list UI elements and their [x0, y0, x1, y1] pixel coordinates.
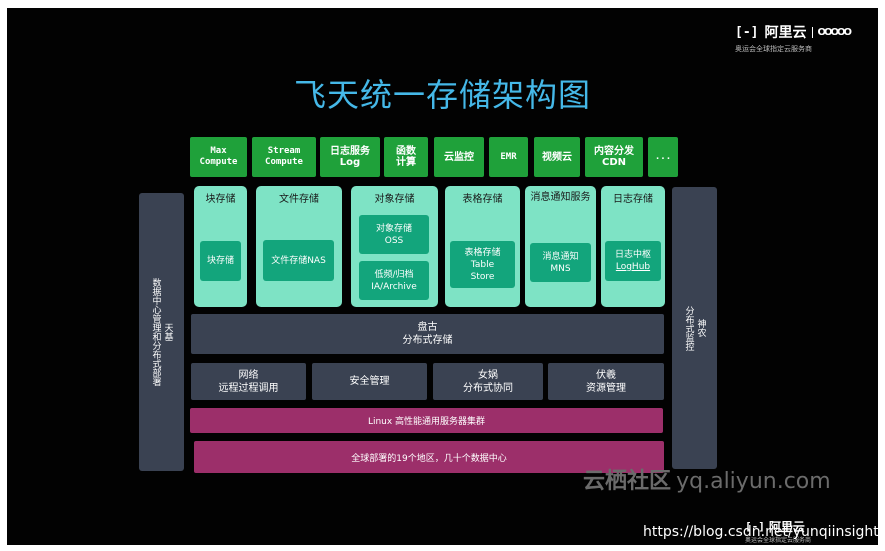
brand-tagline: 奥运会全球指定云服务商 [735, 45, 812, 53]
loghub-box: 日志中枢 LogHub [605, 241, 661, 281]
column-title: 消息通知服务 [530, 192, 591, 203]
service-label-line1: ... [654, 151, 672, 162]
column-title: 对象存储 [374, 194, 415, 205]
box-label-line1: 低频/归档 [374, 269, 414, 280]
block-storage-box: 块存储 [200, 241, 241, 281]
service-label-line1: 函数 [396, 146, 416, 157]
box-label-line2: Table [470, 259, 495, 270]
box-label-line2: IA/Archive [371, 281, 417, 292]
service-label-line1: 云监控 [444, 151, 474, 163]
service-label-line1: 视频云 [542, 151, 572, 163]
fuxi-box: 伏羲资源管理 [548, 363, 664, 400]
box-label-line2: LogHub [615, 262, 651, 272]
column-title: 日志存储 [613, 194, 653, 205]
service-emr: EMR [489, 137, 528, 177]
service-label-line2: CDN [601, 157, 626, 168]
box-label-line2: MNS [550, 263, 571, 274]
csdn-blog-url: https://blog.csdn.net/yunqiinsight [643, 524, 879, 540]
column-title: 块存储 [205, 194, 236, 205]
bar-label: 全球部署的19个地区，几十个数据中心 [351, 453, 507, 464]
service-label-line1: Stream [267, 146, 301, 156]
footer-brand-name: 阿里云 [768, 520, 805, 534]
column-file-storage: 文件存储 文件存储NAS [256, 186, 342, 307]
side-subtitle: 分布式监控 [683, 305, 694, 351]
brand-name: 阿里云 [764, 25, 807, 41]
layer-box-title: 安全管理 [349, 376, 390, 387]
page-title: 飞天统一存储架构图 [293, 76, 591, 114]
linux-cluster-bar: Linux 高性能通用服务器集群 [190, 408, 663, 433]
box-label: 文件存储NAS [271, 255, 326, 266]
layer-box-title: 女娲 [478, 369, 498, 381]
service-function-compute: 函数计算 [384, 137, 428, 177]
box-label-line1: 表格存储 [464, 247, 501, 258]
service-label-line2: Log [339, 157, 361, 168]
security-management-box: 安全管理 [312, 363, 427, 400]
aliyun-logo-icon: [-] [735, 24, 759, 40]
footer-brand-tagline: 奥运会全球指定云服务商 [745, 537, 812, 544]
global-regions-bar: 全球部署的19个地区，几十个数据中心 [194, 441, 664, 473]
side-title: 天基 [162, 323, 173, 341]
box-label-line1: 日志中枢 [614, 250, 651, 260]
box-label-line1: 对象存储 [375, 223, 412, 234]
layer-box-subtitle: 资源管理 [586, 382, 626, 394]
layer-box-subtitle: 分布式协同 [463, 382, 513, 394]
service-more: ... [648, 137, 678, 177]
nuwa-box: 女娲分布式协同 [433, 363, 543, 400]
column-log-storage: 日志存储 日志中枢 LogHub [601, 186, 665, 307]
tianji-side-panel: 天基数据中心管理和分布式部署 [139, 193, 184, 471]
brand-logo: [-] 阿里云 OOOOO 奥运会全球指定云服务商 [735, 22, 852, 54]
service-label-line2: Compute [265, 157, 303, 167]
box-label-line3: Store [470, 271, 495, 282]
aliyun-logo-icon: [-] [745, 520, 765, 533]
service-label-line1: 日志服务 [330, 146, 370, 157]
watermark-url: yq.aliyun.com [676, 469, 831, 494]
network-rpc-box: 网络远程过程调用 [191, 363, 306, 400]
column-block-storage: 块存储 块存储 [194, 186, 247, 307]
layer-box-title: 伏羲 [596, 369, 616, 381]
olympic-rings-icon: OOOOO [812, 26, 852, 38]
service-label-line1: 内容分发 [594, 146, 634, 157]
side-subtitle: 数据中心管理和分布式部署 [150, 278, 161, 386]
service-cloud-monitor: 云监控 [434, 137, 484, 177]
footer-brand-logo: [-] 阿里云 奥运会全球指定云服务商 [745, 518, 811, 544]
pangu-layer: 盘古分布式存储 [191, 314, 664, 354]
column-title: 表格存储 [462, 194, 503, 205]
shennong-side-panel: 神农分布式监控 [672, 187, 717, 469]
side-title: 神农 [695, 319, 706, 337]
layer-subtitle: 分布式存储 [402, 335, 453, 346]
column-title: 文件存储 [279, 194, 319, 205]
service-label-line1: EMR [500, 151, 517, 162]
file-storage-nas-box: 文件存储NAS [263, 240, 334, 281]
yunqi-watermark: 云栖社区 yq.aliyun.com [583, 463, 831, 495]
box-label-line2: OSS [384, 235, 404, 246]
layer-box-subtitle: 远程过程调用 [218, 382, 279, 394]
layer-title: 盘古 [417, 322, 438, 333]
service-video-cloud: 视频云 [534, 137, 580, 177]
service-label-line2: Compute [199, 157, 238, 167]
service-label-line1: Max [210, 146, 227, 156]
service-label-line2: 计算 [396, 157, 416, 168]
bar-label: Linux 高性能通用服务器集群 [367, 417, 486, 427]
box-label-line1: 消息通知 [542, 251, 579, 262]
watermark-text: 云栖社区 [583, 469, 672, 494]
box-label: 块存储 [206, 256, 234, 266]
layer-box-title: 网络 [238, 369, 259, 381]
